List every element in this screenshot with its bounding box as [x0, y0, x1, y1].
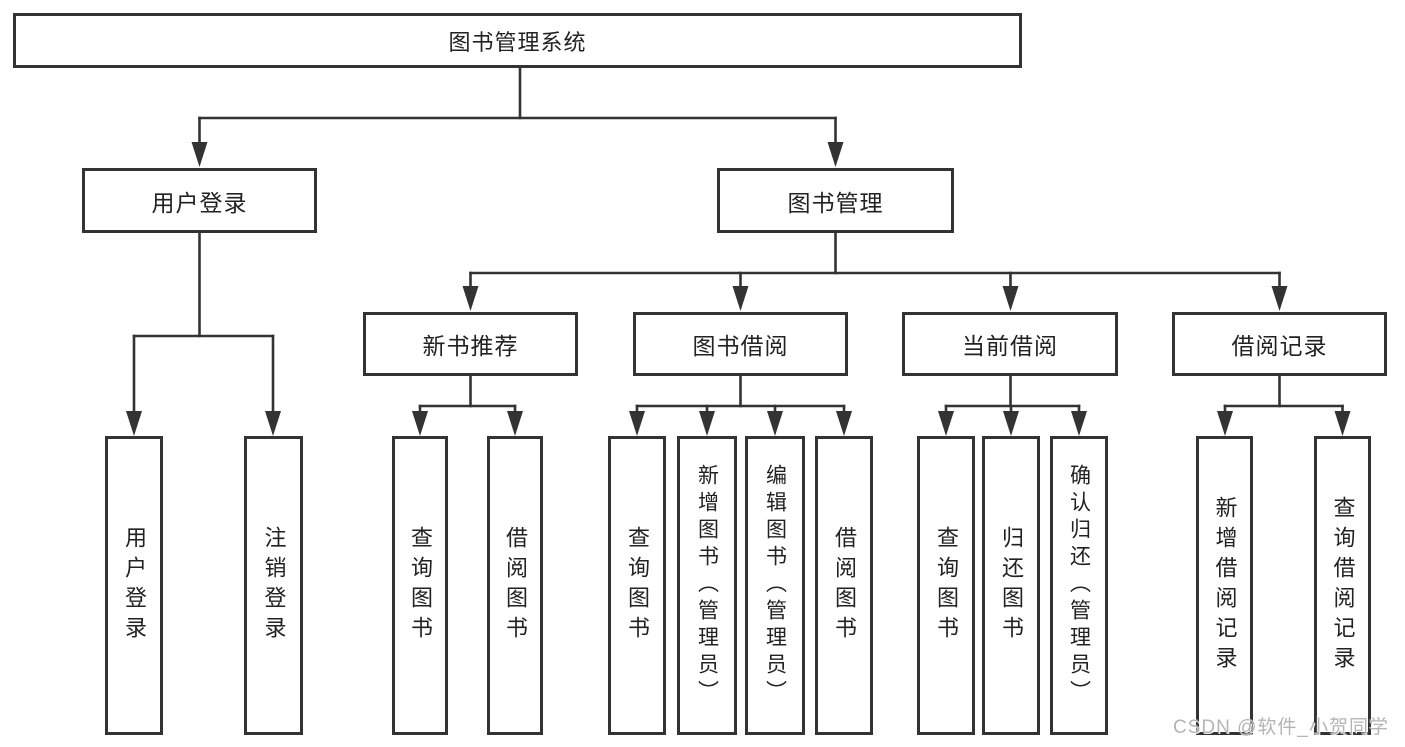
node-user-login-label: 用户登录: [151, 189, 248, 216]
node-new-book-recommend: 新书推荐: [363, 312, 578, 376]
connector-management-to-sections: [462, 231, 1288, 311]
connector-recommend-to-leaves: [412, 374, 523, 436]
leaf-return-book: 归还图书: [982, 436, 1040, 735]
node-borrow-records: 借阅记录: [1172, 312, 1387, 376]
node-book-management: 图书管理: [717, 168, 954, 233]
node-root: 图书管理系统: [13, 13, 1022, 68]
leaf-recommend-query-books: 查询图书: [392, 436, 448, 735]
node-current-borrow-label: 当前借阅: [962, 333, 1058, 359]
leaf-confirm-return-admin: 确认归还（管理员）: [1050, 436, 1108, 735]
csdn-watermark: CSDN @软件_小贺同学: [1173, 717, 1389, 738]
leaf-logout: 注销登录: [244, 436, 303, 735]
connector-login-to-leaves: [126, 231, 281, 436]
node-current-borrow: 当前借阅: [902, 312, 1118, 376]
connector-borrow-to-leaves: [629, 374, 852, 436]
node-new-book-recommend-label: 新书推荐: [422, 333, 519, 359]
leaf-borrow-query-books: 查询图书: [608, 436, 666, 735]
node-book-borrow-label: 图书借阅: [692, 333, 789, 359]
connector-records-to-leaves: [1217, 374, 1351, 436]
node-user-login: 用户登录: [82, 168, 317, 233]
leaf-user-login: 用户登录: [105, 436, 163, 735]
leaf-add-borrow-record: 新增借阅记录: [1196, 436, 1253, 735]
connector-current-to-leaves: [938, 374, 1087, 436]
node-root-label: 图书管理系统: [448, 29, 587, 55]
node-book-management-label: 图书管理: [787, 189, 884, 216]
leaf-borrow-borrow-books: 借阅图书: [815, 436, 873, 735]
leaf-add-book-admin: 新增图书（管理员）: [677, 436, 737, 735]
node-borrow-records-label: 借阅记录: [1231, 333, 1328, 359]
node-book-borrow: 图书借阅: [633, 312, 848, 376]
leaf-query-borrow-record: 查询借阅记录: [1314, 436, 1371, 735]
connector-root-to-level2: [191, 66, 844, 167]
leaf-edit-book-admin: 编辑图书（管理员）: [745, 436, 805, 735]
leaf-recommend-borrow-books: 借阅图书: [487, 436, 543, 735]
leaf-current-query-books: 查询图书: [917, 436, 975, 735]
